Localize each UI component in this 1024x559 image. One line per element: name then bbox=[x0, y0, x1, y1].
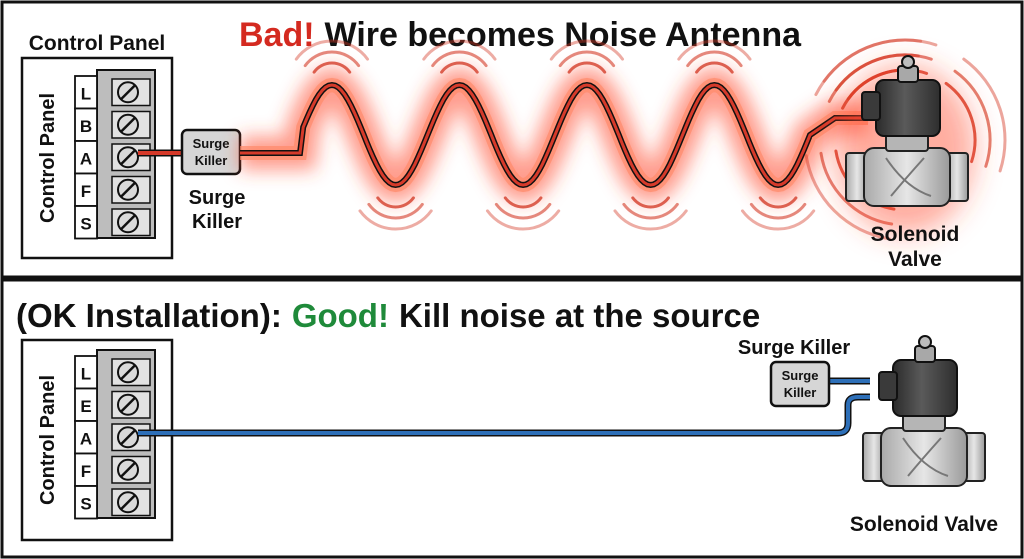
top-terminal-label: L bbox=[81, 84, 91, 103]
screw-icon bbox=[117, 211, 139, 234]
top-terminal-a: A bbox=[74, 140, 151, 175]
top-control-panel-label: Control Panel bbox=[29, 32, 166, 55]
screw-icon bbox=[117, 113, 139, 136]
bottom-terminal-label: A bbox=[80, 429, 92, 448]
top-solenoid-valve bbox=[835, 55, 975, 235]
top-terminal-label: F bbox=[81, 182, 91, 201]
bottom-terminal-l: L bbox=[74, 355, 151, 390]
bottom-surge-killer-line1: Surge bbox=[782, 368, 819, 383]
bottom-terminal-label: F bbox=[81, 462, 91, 481]
bottom-valve-caption: Solenoid Valve bbox=[850, 513, 998, 536]
bottom-terminal-label: L bbox=[81, 364, 91, 383]
bottom-terminal-s: S bbox=[74, 485, 151, 520]
top-panel: Bad! Wire becomes Noise Antenna Control P… bbox=[0, 0, 1024, 279]
screw-icon bbox=[117, 178, 139, 201]
solenoid-valve-icon bbox=[862, 335, 986, 487]
top-valve-caption-line2: Valve bbox=[888, 248, 942, 271]
screw-icon bbox=[117, 81, 139, 104]
bottom-surge-killer-line2: Killer bbox=[784, 385, 817, 400]
screw-icon bbox=[117, 393, 139, 416]
bottom-title-prefix: (OK Installation): bbox=[16, 297, 282, 334]
screw-icon bbox=[117, 146, 139, 169]
bottom-terminal-f: F bbox=[74, 452, 151, 487]
top-control-panel-side-label: Control Panel bbox=[37, 93, 59, 223]
top-valve-caption-line1: Solenoid bbox=[871, 223, 960, 246]
top-surge-caption-line2: Killer bbox=[192, 211, 242, 233]
top-title: Bad! Wire becomes Noise Antenna bbox=[239, 16, 802, 54]
screw-icon bbox=[117, 426, 139, 449]
top-surge-killer-line2: Killer bbox=[195, 153, 228, 168]
top-terminal-label: S bbox=[80, 214, 91, 233]
bottom-control-panel-side-label: Control Panel bbox=[37, 375, 59, 505]
top-title-rest: Wire becomes Noise Antenna bbox=[325, 16, 803, 54]
bottom-title-rest: Kill noise at the source bbox=[399, 297, 760, 334]
top-terminal-s: S bbox=[74, 205, 151, 240]
top-terminal-label: A bbox=[80, 149, 92, 168]
solenoid-valve-icon bbox=[845, 55, 969, 207]
bottom-surge-killer-box bbox=[769, 360, 831, 408]
antenna-wire bbox=[240, 83, 868, 187]
top-terminal-f: F bbox=[74, 172, 151, 207]
bottom-panel: (OK Installation): Good! Kill noise at the… bbox=[0, 278, 1024, 559]
top-terminal-label: B bbox=[80, 117, 92, 136]
bottom-title-good: Good! bbox=[292, 297, 389, 334]
bottom-terminal-e: E bbox=[74, 387, 151, 422]
top-surge-killer-line1: Surge bbox=[193, 136, 230, 151]
screw-icon bbox=[117, 458, 139, 481]
bottom-terminal-label: S bbox=[80, 494, 91, 513]
top-surge-caption-line1: Surge bbox=[189, 187, 246, 209]
bottom-terminal-a: A bbox=[74, 420, 151, 455]
bottom-terminal-label: E bbox=[80, 397, 91, 416]
bottom-surge-caption: Surge Killer bbox=[738, 337, 850, 359]
top-terminal-l: L bbox=[74, 75, 151, 110]
bottom-wire bbox=[138, 395, 870, 435]
screw-icon bbox=[117, 491, 139, 514]
top-title-bad: Bad! bbox=[239, 16, 315, 54]
screw-icon bbox=[117, 361, 139, 384]
top-terminal-b: B bbox=[74, 107, 151, 142]
bottom-title: (OK Installation): Good! Kill noise at the… bbox=[16, 297, 760, 334]
